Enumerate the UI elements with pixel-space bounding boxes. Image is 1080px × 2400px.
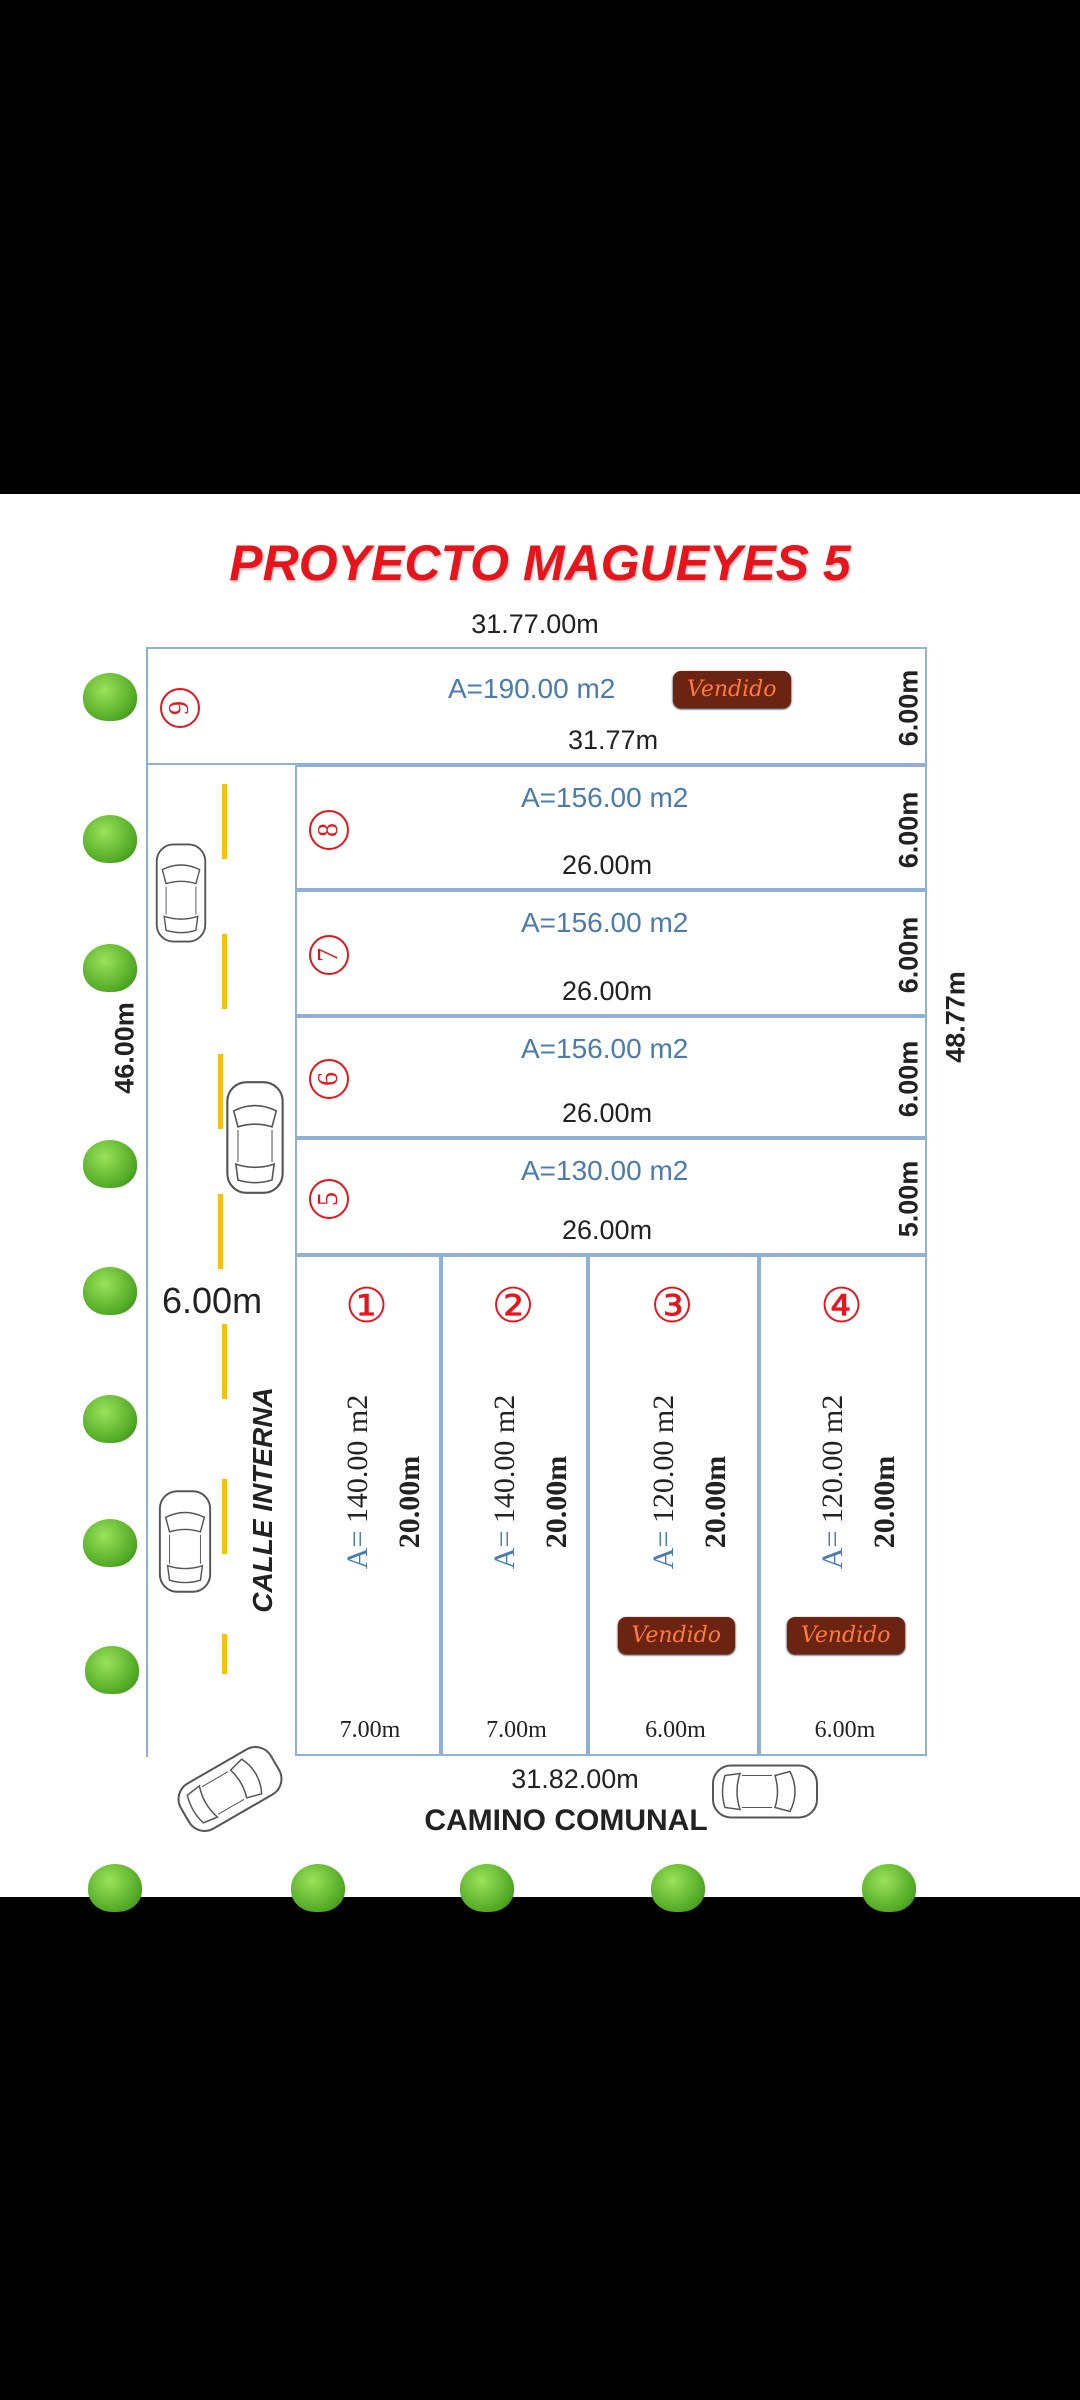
tree-icon <box>83 944 137 992</box>
right-dimension: 48.77m <box>940 971 971 1063</box>
left-dimension: 46.00m <box>109 1002 140 1094</box>
tree-icon <box>651 1864 705 1912</box>
page-title: PROYECTO MAGUEYES 5 <box>229 535 851 591</box>
sold-badge: Vendido <box>673 671 791 708</box>
car-icon <box>167 1736 292 1843</box>
lot-front: 6.00m <box>814 1717 876 1743</box>
lot-5[interactable]: 5 A=130.00 m2 26.00m 5.00m <box>295 1138 927 1255</box>
lot-7[interactable]: 7 A=156.00 m2 26.00m 6.00m <box>295 890 927 1016</box>
lot-1[interactable]: ① A= 140.00 m2 20.00m 7.00m <box>295 1255 441 1756</box>
car-icon <box>156 1484 214 1599</box>
lot-area: A= 140.00 m2 <box>341 1394 374 1570</box>
lot-area: A=190.00 m2 <box>448 673 616 704</box>
lot-depth: 6.00m <box>893 669 924 747</box>
lot-width: 26.00m <box>562 1215 653 1245</box>
lot-2[interactable]: ② A= 140.00 m2 20.00m 7.00m <box>441 1255 588 1756</box>
car-icon <box>708 1762 823 1822</box>
lane-dash <box>218 1054 223 1129</box>
lot-depth: 20.00m <box>868 1455 901 1549</box>
street-edge <box>146 765 148 1757</box>
lot-number: 8 <box>309 809 349 850</box>
tree-icon <box>83 1140 137 1188</box>
lot-front: 7.00m <box>339 1717 401 1743</box>
sold-badge: Vendido <box>617 1617 736 1654</box>
tree-icon <box>460 1864 514 1912</box>
tree-icon <box>83 673 137 721</box>
lot-depth: 20.00m <box>393 1455 426 1549</box>
tree-icon <box>83 1519 137 1567</box>
tree-icon <box>83 1395 137 1443</box>
lane-dash <box>222 784 227 859</box>
tree-icon <box>862 1864 916 1912</box>
lot-front: 6.00m <box>645 1717 706 1743</box>
road-label: CAMINO COMUNAL <box>424 1804 708 1837</box>
lot-number: 6 <box>309 1059 349 1099</box>
lot-front: 7.00m <box>486 1717 547 1743</box>
lot-area: A= 120.00 m2 <box>816 1394 849 1570</box>
lot-number: ④ <box>820 1280 864 1333</box>
top-dimension: 31.77.00m <box>471 609 599 639</box>
lot-3[interactable]: ③ A= 120.00 m2 20.00m 6.00m Vendido <box>588 1255 759 1756</box>
lot-width: 26.00m <box>562 976 653 1006</box>
lot-width: 31.77m <box>568 725 659 755</box>
lot-area: A=156.00 m2 <box>521 782 689 813</box>
tree-icon <box>88 1864 142 1912</box>
lot-number: ② <box>491 1280 535 1333</box>
lot-area: A= 140.00 m2 <box>487 1394 521 1570</box>
car-icon <box>223 1079 287 1196</box>
lot-number: 9 <box>160 688 200 728</box>
lot-depth: 5.00m <box>893 1160 924 1237</box>
lane-dash <box>218 1194 223 1269</box>
tree-icon <box>83 1267 137 1315</box>
lot-width: 26.00m <box>562 1098 653 1128</box>
lot-depth: 20.00m <box>539 1455 573 1549</box>
lot-area: A= 120.00 m2 <box>646 1394 680 1570</box>
car-icon <box>153 837 209 949</box>
lot-depth: 20.00m <box>698 1455 732 1549</box>
lot-number: 7 <box>309 935 349 975</box>
site-plan: PROYECTO MAGUEYES 5 31.77.00m 6.00m CALL… <box>0 494 1080 1912</box>
lot-area: A=130.00 m2 <box>521 1155 689 1186</box>
street-width: 6.00m <box>162 1280 263 1321</box>
street-label: CALLE INTERNA <box>247 1387 278 1613</box>
lane-dash <box>222 1634 227 1674</box>
lot-number: ③ <box>650 1280 694 1333</box>
sold-badge: Vendido <box>787 1617 905 1654</box>
tree-icon <box>291 1864 345 1912</box>
bottom-dimension: 31.82.00m <box>511 1764 639 1794</box>
lot-number: 5 <box>309 1178 349 1219</box>
lane-dash <box>222 934 227 1009</box>
lot-depth: 6.00m <box>893 791 924 868</box>
lot-8[interactable]: 8 A=156.00 m2 26.00m 6.00m <box>295 765 927 890</box>
tree-icon <box>85 1646 139 1694</box>
lot-width: 26.00m <box>562 850 653 880</box>
lot-6[interactable]: 6 A=156.00 m2 26.00m 6.00m <box>295 1016 927 1138</box>
lane-dash <box>222 1479 227 1554</box>
lot-area: A=156.00 m2 <box>521 907 689 938</box>
lot-number: ① <box>345 1280 389 1333</box>
lot-area: A=156.00 m2 <box>521 1033 689 1064</box>
lot-depth: 6.00m <box>893 1040 924 1118</box>
lane-dash <box>222 1324 227 1399</box>
lot-depth: 6.00m <box>893 916 924 994</box>
tree-icon <box>83 815 137 863</box>
lot-4[interactable]: ④ A= 120.00 m2 20.00m 6.00m Vendido <box>759 1255 927 1756</box>
lot-9[interactable]: 9 A=190.00 m2 31.77m 6.00m Vendido <box>146 647 927 765</box>
